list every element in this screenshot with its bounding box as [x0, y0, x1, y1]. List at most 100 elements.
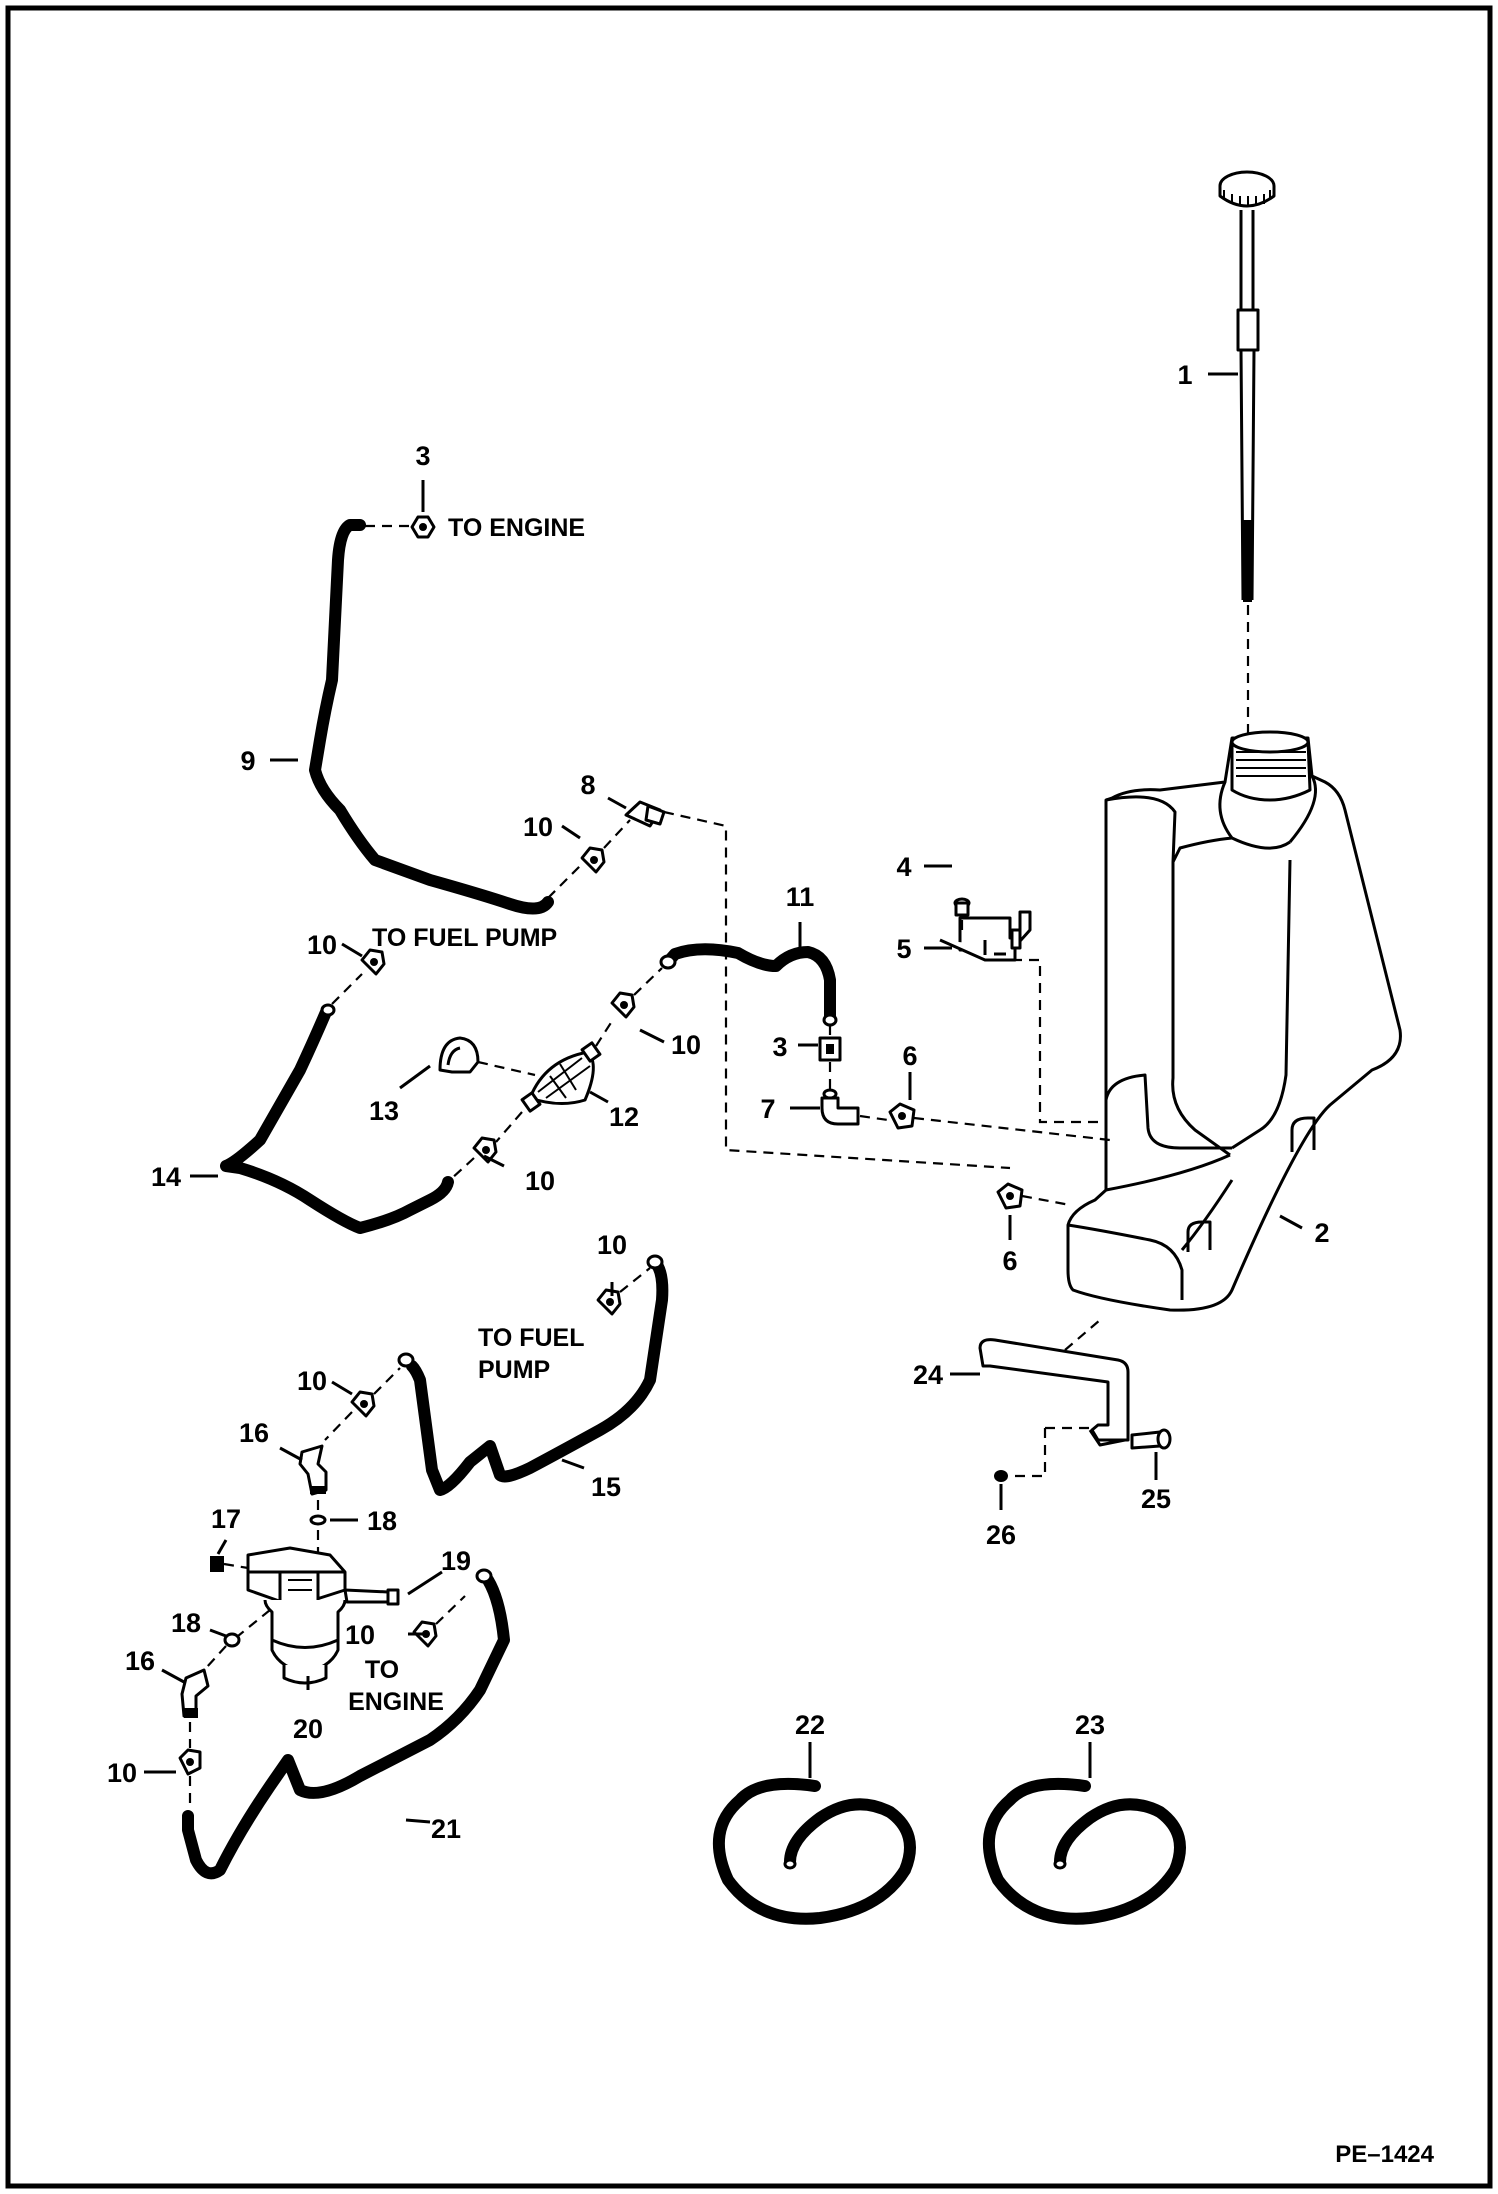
hose-coil-22 [712, 1777, 916, 1925]
bolt-17 [210, 1556, 224, 1572]
clamp-3-mid [818, 1036, 842, 1062]
fuel-tank [1066, 730, 1402, 1312]
callout-8: 8 [580, 770, 595, 800]
callout-7: 7 [760, 1094, 775, 1124]
callout-6a: 6 [902, 1041, 917, 1071]
callout-3-mid: 3 [772, 1032, 787, 1062]
hose-9 [309, 519, 554, 915]
callout-16b: 16 [125, 1646, 155, 1676]
note-to-fuel-pump-mid-line2: PUMP [478, 1356, 550, 1384]
leader-lines [144, 372, 1303, 1824]
callout-19: 19 [441, 1546, 471, 1576]
clip-13 [438, 1036, 480, 1074]
note-to-engine-low-line2: ENGINE [348, 1688, 444, 1716]
callout-17: 17 [211, 1504, 241, 1534]
callout-18a: 18 [367, 1506, 397, 1536]
oring-18-low [223, 1632, 241, 1648]
callout-10a: 10 [523, 812, 553, 842]
elbow-16-low [180, 1668, 210, 1718]
oring-18-low-dash [205, 1609, 271, 1669]
callout-23: 23 [1075, 1710, 1105, 1740]
clamp-10-c [610, 991, 636, 1019]
bracket-dash [960, 920, 1106, 1124]
bolt-25 [1130, 1428, 1172, 1450]
callout-20: 20 [293, 1714, 323, 1744]
elbow-7 [820, 1088, 860, 1126]
callout-10c: 10 [671, 1030, 701, 1060]
note-to-engine-top: TO ENGINE [448, 514, 585, 542]
callout-10d: 10 [525, 1166, 555, 1196]
note-to-engine-low-line1: TO [365, 1656, 399, 1684]
callout-16a: 16 [239, 1418, 269, 1448]
callout-24: 24 [913, 1360, 943, 1390]
page-border [5, 5, 1493, 2189]
callout-11: 11 [786, 882, 815, 912]
hose-15-top-dash [619, 1267, 651, 1293]
hose-9-low-dash [547, 819, 631, 899]
bolt-17-dash [223, 1562, 249, 1570]
clamp-3-top [410, 515, 436, 539]
callout-12: 12 [609, 1102, 639, 1132]
hose-21 [182, 1574, 510, 1880]
primer-bulb-12 [520, 1041, 602, 1113]
fuel-cap-sender [1218, 170, 1276, 602]
callout-25: 25 [1141, 1484, 1171, 1514]
callout-5: 5 [896, 934, 911, 964]
elbow-dash [859, 1114, 889, 1122]
callout-1: 1 [1177, 360, 1192, 390]
grommet-6b-dash [1021, 1194, 1071, 1207]
callout-4: 4 [896, 852, 911, 882]
hose-14-dash [331, 973, 363, 1005]
clip-13-dash [477, 1060, 536, 1077]
bracket-5 [939, 897, 1032, 962]
bulb-top-dash [595, 967, 663, 1047]
grommet-6a [888, 1102, 916, 1130]
callout-14: 14 [151, 1162, 181, 1192]
clamp-10-d [472, 1136, 498, 1164]
fuel-filter-20 [246, 1546, 347, 1685]
hose-coil-23 [982, 1777, 1186, 1925]
figure-id: PE–1424 [1335, 2141, 1434, 2168]
callout-22: 22 [795, 1710, 825, 1740]
clamp-10-a [580, 846, 606, 874]
nut-26 [994, 1470, 1008, 1482]
clamp-10-f [350, 1390, 376, 1418]
strap-dash [1010, 1319, 1101, 1478]
notes: TO ENGINE TO FUEL PUMP TO FUEL PUMP TO E… [348, 514, 585, 1716]
hose-15 [406, 1256, 669, 1496]
callout-10h: 10 [107, 1758, 137, 1788]
fitting-8 [624, 800, 666, 828]
callout-18b: 18 [171, 1608, 201, 1638]
callout-6b: 6 [1002, 1246, 1017, 1276]
grommet-6b [996, 1182, 1024, 1210]
callout-26: 26 [986, 1520, 1016, 1550]
screw-19 [343, 1588, 400, 1606]
callout-15: 15 [591, 1472, 621, 1502]
callout-10b: 10 [307, 930, 337, 960]
clamp-10-h [178, 1748, 202, 1776]
callout-10g: 10 [345, 1620, 375, 1650]
callout-21: 21 [431, 1814, 461, 1844]
hose-14 [220, 1006, 454, 1234]
clamp-10-e [596, 1288, 622, 1316]
note-to-fuel-pump-mid-line1: TO FUEL [478, 1324, 584, 1352]
callout-3-top: 3 [415, 441, 430, 471]
oring-18-top [309, 1514, 327, 1526]
callout-2: 2 [1314, 1218, 1329, 1248]
callouts: 1 2 3 3 4 5 6 6 7 8 9 10 10 10 10 10 10 … [107, 360, 1330, 1844]
hose-15-bot-dash [324, 1367, 401, 1441]
callout-10e: 10 [597, 1230, 627, 1260]
note-to-fuel-pump-top: TO FUEL PUMP [372, 924, 557, 952]
hose-11 [662, 943, 836, 1024]
clamp-10-g-dash [435, 1595, 466, 1625]
strap-24 [978, 1338, 1130, 1447]
callout-9: 9 [240, 746, 255, 776]
elbow-16-top [298, 1444, 328, 1496]
clamp-10-b [360, 948, 386, 976]
callout-13: 13 [369, 1096, 399, 1126]
fitting-8-dash [663, 810, 1011, 1170]
callout-10f: 10 [297, 1366, 327, 1396]
bulb-bot-dash [449, 1111, 523, 1181]
